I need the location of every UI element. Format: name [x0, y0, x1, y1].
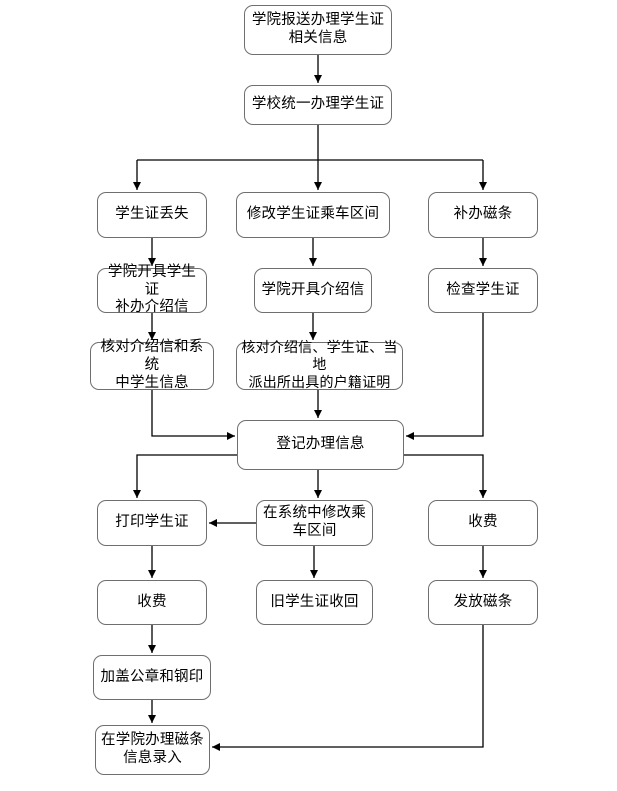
process-node-n15: 收费 — [97, 580, 207, 625]
process-node-n10: 核对介绍信、学生证、当地 派出所出具的户籍证明 — [236, 340, 403, 391]
process-node-n2: 学校统一办理学生证 — [244, 85, 392, 125]
process-node-n13: 在系统中修改乘 车区间 — [256, 500, 373, 546]
connector-n11-to-n14 — [404, 454, 487, 498]
connector-n8-to-n11 — [406, 313, 484, 440]
process-node-n18: 加盖公章和钢印 — [93, 655, 211, 700]
connector-n9-to-n11 — [151, 390, 235, 440]
process-node-n14: 收费 — [428, 500, 538, 546]
process-node-n17: 发放磁条 — [428, 580, 538, 625]
process-node-n9: 核对介绍信和系统 中学生信息 — [90, 339, 214, 391]
process-node-n6: 学院开具学生证 补办介绍信 — [97, 264, 207, 315]
process-node-n12: 打印学生证 — [97, 500, 207, 546]
process-node-n16: 旧学生证收回 — [256, 580, 373, 625]
process-node-n1: 学院报送办理学生证 相关信息 — [244, 5, 392, 55]
process-node-n7: 学院开具介绍信 — [254, 268, 372, 313]
process-node-n11: 登记办理信息 — [237, 420, 404, 470]
process-node-n3: 学生证丢失 — [97, 192, 207, 238]
connector-n11-to-n12 — [133, 454, 237, 498]
connector-n17-to-n19 — [212, 625, 484, 751]
process-node-n8: 检查学生证 — [428, 268, 538, 313]
process-node-n19: 在学院办理磁条 信息录入 — [95, 725, 210, 775]
process-node-n4: 修改学生证乘车区间 — [236, 192, 390, 238]
process-node-n5: 补办磁条 — [428, 192, 538, 238]
